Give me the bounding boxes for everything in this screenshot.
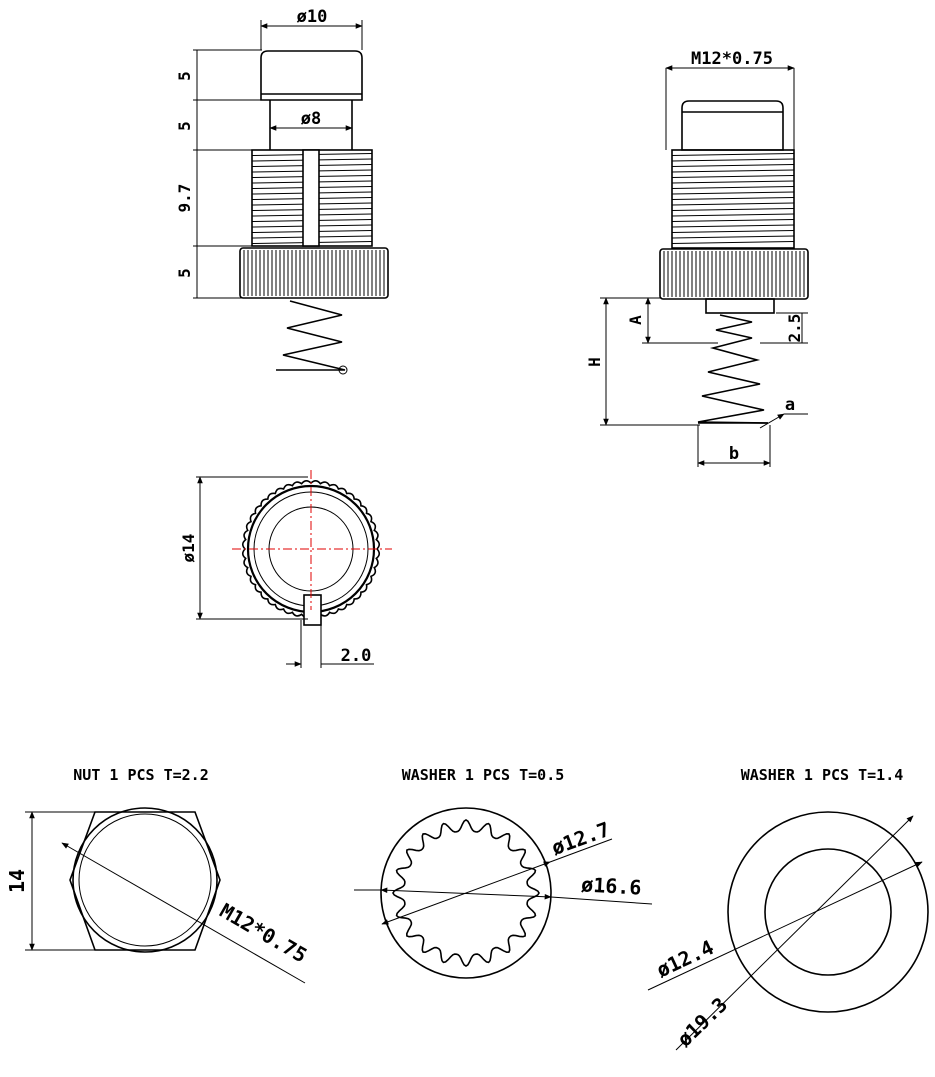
knurl-lines [663,251,805,297]
dim-b: b [729,444,739,464]
spring [276,300,346,371]
washer1-outer-label: ø16.6 [581,872,642,899]
nut-part: NUT 1 PCS T=2.2 14 M12*0.75 [5,766,311,984]
washer2-inner [764,848,892,976]
dim-dia-14: ø14 [179,534,198,563]
washer1-inner-label: ø12.7 [548,817,613,860]
spring-side [697,314,769,424]
dim-slot-2-0: 2.0 [341,646,372,666]
slot-bottom [303,594,322,626]
knurl-ring-side [659,248,809,300]
knurl-lines [243,250,385,296]
front-view: ø10 ø8 5 5 9.7 5 [175,7,389,375]
washer1-part: WASHER 1 PCS T=0.5 ø12.7 ø16.6 [354,766,653,979]
cap-outline [260,50,363,101]
slot [302,149,320,247]
cap-outline-side [681,100,784,151]
dim-thread-9-7: 9.7 [175,184,194,213]
dim-dia-10: ø10 [297,7,328,27]
thread-lines [671,153,795,244]
nut-thread-label: M12*0.75 [216,898,311,967]
washer2-part: WASHER 1 PCS T=1.4 ø19.3 ø12.4 [647,766,929,1052]
dim-2-5: 2.5 [785,314,804,343]
dim-neck-5: 5 [175,121,194,131]
knurl-ring [239,247,389,299]
dim-m12-side: M12*0.75 [691,49,773,69]
dim-dia-8: ø8 [301,109,321,129]
nut-height-14: 14 [5,869,29,893]
washer2-title: WASHER 1 PCS T=1.4 [741,766,904,784]
side-view: M12*0.75 H A 2.5 a b [585,49,809,467]
dim-H: H [585,357,604,367]
washer2-outer-label: ø19.3 [672,992,732,1051]
dim-A: A [626,315,645,325]
washer2-outer [727,811,929,1013]
nut-title: NUT 1 PCS T=2.2 [73,766,208,784]
dim-knurl-5: 5 [175,268,194,278]
washer1-title: WASHER 1 PCS T=0.5 [402,766,565,784]
bottom-view: ø14 2.0 [179,470,392,668]
dim-cap-5: 5 [175,71,194,81]
washer2-inner-label: ø12.4 [653,935,718,982]
dim-a: a [785,395,795,415]
nut-hexagon [69,811,221,951]
